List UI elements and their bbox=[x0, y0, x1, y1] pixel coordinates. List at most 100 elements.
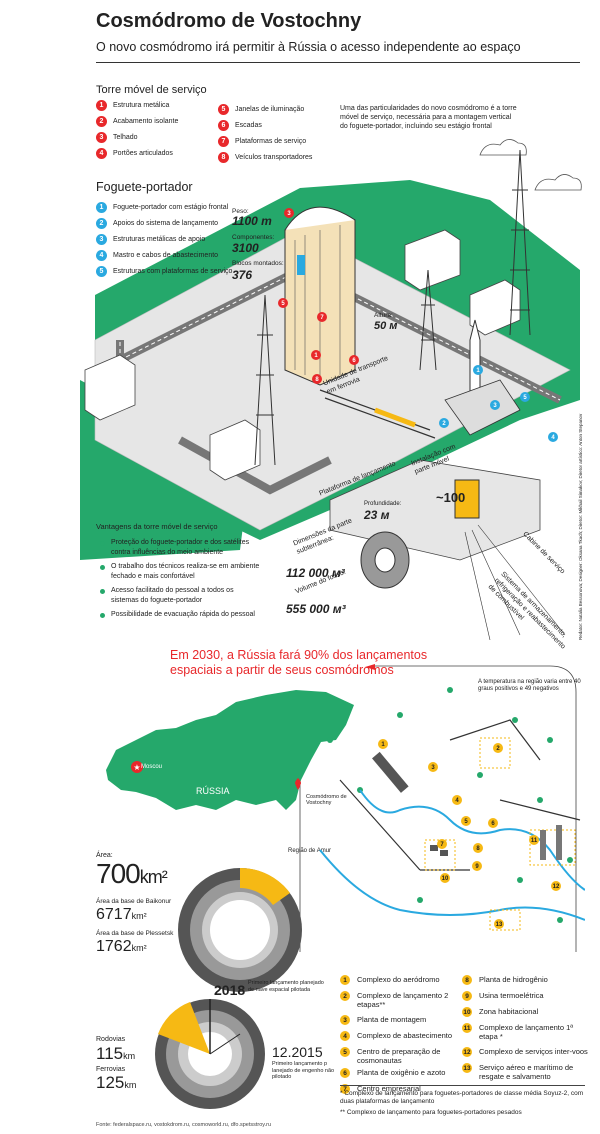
svg-text:1: 1 bbox=[314, 353, 318, 359]
depth-value: 23 м bbox=[364, 508, 390, 522]
pit-volume-value: 555 000 м³ bbox=[286, 602, 346, 616]
svg-text:13: 13 bbox=[496, 922, 503, 928]
list-item: Proteção do foguete-portador e dos satél… bbox=[100, 538, 260, 558]
plesetsk-value: 1762km² bbox=[96, 938, 147, 955]
roads-label: Rodovias bbox=[96, 1036, 126, 1043]
svg-text:2: 2 bbox=[442, 421, 446, 427]
svg-text:4: 4 bbox=[455, 798, 459, 804]
blocks-label: Blocos montados: bbox=[232, 260, 284, 267]
page-subtitle: O novo cosmódromo irá permitir à Rússia … bbox=[96, 40, 521, 54]
blocks-value: 376 bbox=[232, 268, 253, 282]
divider bbox=[340, 1085, 585, 1086]
railways-label: Ferrovias bbox=[96, 1066, 126, 1073]
section-headline: Em 2030, a Rússia fará 90% dos lançament… bbox=[170, 648, 428, 677]
roads-value: 115km bbox=[96, 1044, 136, 1063]
svg-text:2: 2 bbox=[496, 746, 500, 752]
svg-text:10: 10 bbox=[442, 876, 449, 882]
launch-site-illustration: 3 5 7 1 6 8 1 2 3 5 4 bbox=[80, 139, 582, 640]
vostochny-label: Cosmódromo de Vostochny bbox=[306, 794, 347, 806]
peso-label: Peso: bbox=[232, 208, 249, 215]
depth-label: Profundidade: bbox=[364, 501, 402, 507]
svg-text:4: 4 bbox=[551, 435, 555, 441]
tower-note: Uma das particularidades do novo cosmódr… bbox=[340, 105, 517, 130]
railways-value: 125km bbox=[96, 1073, 137, 1092]
year-2018-note: Primeiro lançamento planejado de nave es… bbox=[248, 980, 324, 993]
svg-text:8: 8 bbox=[315, 377, 319, 383]
page-title: Cosmódromo de Vostochny bbox=[96, 10, 362, 32]
plesetsk-label: Área da base de Plessetsk bbox=[96, 930, 174, 937]
height-label: Altura: bbox=[374, 312, 393, 319]
advantages-list: Proteção do foguete-portador e dos satél… bbox=[100, 538, 260, 620]
divider bbox=[96, 62, 580, 63]
svg-text:11: 11 bbox=[531, 838, 538, 844]
svg-text:9: 9 bbox=[475, 864, 479, 870]
amur-label: Região de Amur bbox=[288, 848, 332, 854]
components-value: 3100 bbox=[232, 241, 259, 255]
svg-text:7: 7 bbox=[320, 315, 324, 321]
area-value: 700km² bbox=[96, 858, 168, 889]
tower-heading: Torre móvel de serviço bbox=[96, 84, 207, 96]
list-item: Possibilidade de evacuação rápida do pes… bbox=[100, 610, 260, 620]
svg-text:1: 1 bbox=[381, 742, 385, 748]
rocket-heading: Foguete-portador bbox=[96, 180, 193, 194]
svg-text:3: 3 bbox=[287, 211, 291, 217]
components-label: Componentes: bbox=[232, 234, 275, 241]
area-donut-chart bbox=[178, 867, 302, 992]
mobile-install-value: ~100 bbox=[436, 490, 466, 505]
sources: Fonte: federalspace.ru, vostokdrom.ru, c… bbox=[96, 1122, 272, 1128]
date-2015: 12.2015 bbox=[272, 1044, 323, 1060]
svg-text:5: 5 bbox=[523, 395, 527, 401]
moscow-label: Moscou bbox=[141, 764, 163, 770]
timeline-donut-chart bbox=[155, 999, 265, 1109]
baikonur-label: Área da base de Baikonur bbox=[96, 898, 172, 905]
temperature-note: A temperatura na região varia entre 40 g… bbox=[478, 679, 581, 692]
footnote-1: * Complexo de lançamento para foguetes-p… bbox=[340, 1090, 584, 1105]
year-2018: 2018 bbox=[214, 982, 246, 998]
underground-value: 112 000 м³ bbox=[286, 566, 345, 580]
svg-text:1: 1 bbox=[476, 368, 480, 374]
svg-text:3: 3 bbox=[431, 765, 435, 771]
area-label: Área: bbox=[96, 852, 113, 859]
country-label: RÚSSIA bbox=[196, 786, 230, 796]
svg-text:★: ★ bbox=[133, 763, 140, 772]
footnote-2: ** Complexo de lançamento para foguetes-… bbox=[340, 1109, 522, 1116]
svg-text:8: 8 bbox=[476, 846, 480, 852]
advantages-heading: Vantagens da torre móvel de serviço bbox=[96, 522, 218, 531]
peso-value: 1100 т bbox=[232, 214, 272, 228]
svg-text:3: 3 bbox=[493, 403, 497, 409]
site-map: 1 2 3 4 5 6 7 8 9 10 11 12 13 bbox=[319, 687, 585, 931]
date-2015-note: Primeiro lançamento p lanejado de engenh… bbox=[272, 1061, 335, 1080]
svg-text:6: 6 bbox=[491, 821, 495, 827]
svg-text:12: 12 bbox=[553, 884, 560, 890]
